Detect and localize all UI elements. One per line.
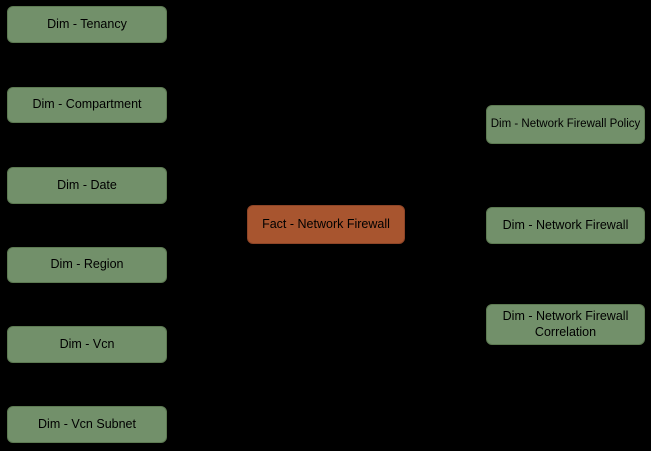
- node-dim-network-firewall: Dim - Network Firewall: [486, 207, 645, 244]
- node-fact-network-firewall: Fact - Network Firewall: [247, 205, 405, 244]
- node-dim-vcn: Dim - Vcn: [7, 326, 167, 363]
- node-dim-compartment: Dim - Compartment: [7, 87, 167, 123]
- node-dim-vcn-subnet: Dim - Vcn Subnet: [7, 406, 167, 443]
- node-dim-tenancy: Dim - Tenancy: [7, 6, 167, 43]
- node-dim-network-firewall-policy: Dim - Network Firewall Policy: [486, 105, 645, 144]
- node-dim-network-firewall-correlation: Dim - Network Firewall Correlation: [486, 304, 645, 345]
- node-dim-region: Dim - Region: [7, 247, 167, 283]
- node-dim-date: Dim - Date: [7, 167, 167, 204]
